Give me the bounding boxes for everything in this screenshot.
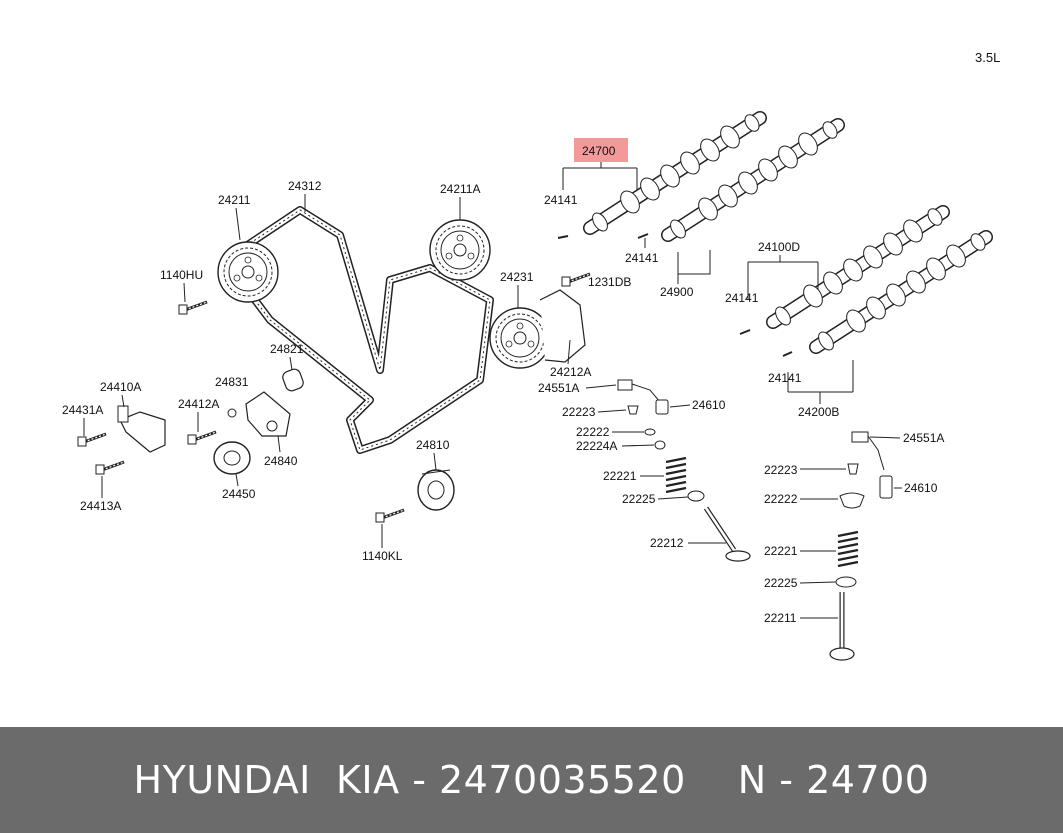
label-1140KL[interactable]: 1140KL (362, 549, 403, 563)
idler-24810 (417, 469, 455, 511)
label-24610-a[interactable]: 24610 (692, 398, 726, 412)
dowel-pin (739, 329, 751, 335)
label-22221-b[interactable]: 22221 (764, 544, 798, 558)
highlight-box (574, 138, 628, 162)
valve-22212 (706, 508, 750, 561)
label-22225-b[interactable]: 22225 (764, 576, 798, 590)
keeper-22223-a (627, 405, 639, 415)
label-24211A[interactable]: 24211A (440, 182, 480, 196)
bolt-1231DB (560, 272, 592, 288)
engine-spec: 3.5L (975, 50, 1000, 65)
label-24450[interactable]: 24450 (222, 487, 256, 501)
valve-22211-head (829, 647, 855, 661)
label-22225-a[interactable]: 22225 (622, 492, 656, 506)
label-22223-a[interactable]: 22223 (562, 405, 596, 419)
bracket-24840 (245, 391, 291, 437)
label-24410A[interactable]: 24410A (100, 380, 141, 394)
label-24900[interactable]: 24900 (660, 285, 694, 299)
footer-brand-partno: HYUNDAI KIA - 2470035520 (133, 758, 686, 802)
label-24551A-a[interactable]: 24551A (538, 381, 579, 395)
label-24551A-b[interactable]: 24551A (903, 431, 944, 445)
dowel-pin (782, 351, 793, 357)
camshaft-exhaust-left (668, 119, 840, 240)
lash-adjuster-24610-b (879, 475, 893, 499)
lash-adjuster-24610-a (655, 399, 669, 415)
spring-22221-b (836, 530, 860, 568)
label-24610-b[interactable]: 24610 (904, 481, 938, 495)
cam-sprocket-24211A (429, 219, 491, 281)
bolt-24431A (76, 432, 108, 448)
seat-22225-a (687, 490, 705, 502)
tensioner-24410A (119, 411, 166, 453)
leader-24100D (747, 255, 819, 300)
dowel-pin (557, 235, 569, 239)
bolt-1140HU (177, 300, 209, 316)
camshaft-intake-left (590, 112, 762, 233)
label-22222-a[interactable]: 22222 (576, 425, 610, 439)
label-24700[interactable]: 24700 (582, 144, 616, 158)
leader-24200B (787, 360, 854, 404)
pulley-24821 (282, 368, 304, 392)
label-22212[interactable]: 22212 (650, 536, 684, 550)
bolt-24412A (186, 430, 218, 446)
label-22221-a[interactable]: 22221 (603, 469, 637, 483)
retainer-22222-a (644, 428, 656, 436)
sensor-24551A-b (851, 431, 869, 443)
label-24810[interactable]: 24810 (416, 438, 450, 452)
bolt-1140KL (374, 508, 406, 524)
spring-22221-a (664, 456, 688, 494)
leader-24900 (677, 250, 711, 284)
camshaft-intake-right (773, 206, 945, 327)
leader-24700 (562, 162, 638, 190)
label-24100D[interactable]: 24100D (758, 240, 800, 254)
plate-24212A (539, 289, 586, 363)
label-24231[interactable]: 24231 (500, 270, 534, 284)
label-24212A[interactable]: 24212A (550, 365, 591, 379)
footer-bar: HYUNDAI KIA - 2470035520 N - 24700 (0, 727, 1063, 833)
seal-22224A (654, 440, 666, 450)
label-22222-b[interactable]: 22222 (764, 492, 798, 506)
label-24141-d[interactable]: 24141 (768, 371, 802, 385)
sensor-24551A-a (617, 379, 633, 391)
dowel-pin (637, 233, 649, 239)
label-22223-b[interactable]: 22223 (764, 463, 798, 477)
cam-sprocket-24211 (217, 241, 279, 303)
label-1231DB[interactable]: 1231DB (588, 275, 631, 289)
label-24312[interactable]: 24312 (288, 179, 322, 193)
label-24412A[interactable]: 24412A (178, 397, 219, 411)
keeper-22223-b (847, 463, 859, 475)
crank-sprocket-24231 (489, 307, 551, 369)
washer-24831 (227, 408, 237, 418)
label-24200B[interactable]: 24200B (798, 405, 839, 419)
label-24831[interactable]: 24831 (215, 375, 249, 389)
footer-ref-number: N - 24700 (737, 758, 930, 802)
label-24413A[interactable]: 24413A (80, 499, 121, 513)
retainer-22222-b (839, 492, 865, 509)
label-22224A[interactable]: 22224A (576, 439, 617, 453)
parts-diagram: 3.5L 24700 24141 24141 24900 24100D 2414… (62, 50, 1000, 661)
label-24211[interactable]: 24211 (218, 193, 251, 207)
label-24431A[interactable]: 24431A (62, 403, 103, 417)
seat-22225-b (835, 576, 857, 588)
label-22211[interactable]: 22211 (764, 611, 797, 625)
label-24141-c[interactable]: 24141 (725, 291, 759, 305)
bolt-24413A (94, 460, 126, 476)
label-24141-a[interactable]: 24141 (544, 193, 578, 207)
label-1140HU[interactable]: 1140HU (160, 268, 203, 282)
label-24821[interactable]: 24821 (270, 342, 304, 356)
label-24840[interactable]: 24840 (264, 454, 298, 468)
label-24141-b[interactable]: 24141 (625, 251, 659, 265)
